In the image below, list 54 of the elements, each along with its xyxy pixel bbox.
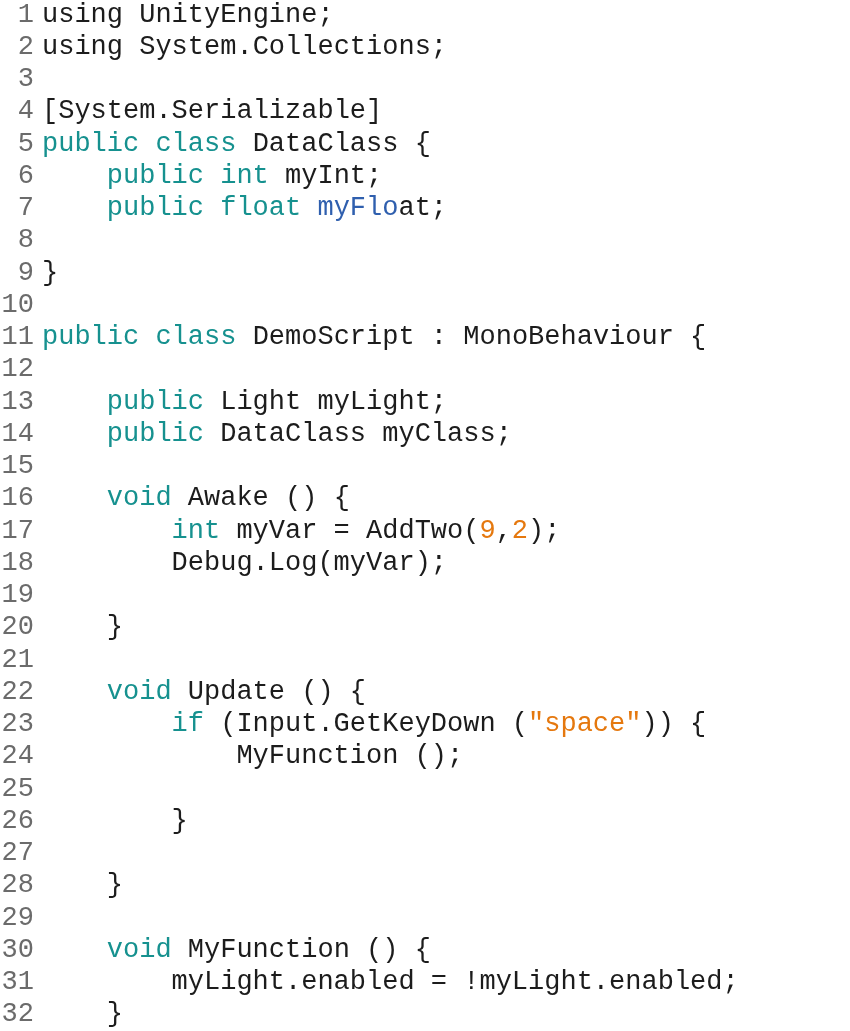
code-line: [System.Serializable] [42, 96, 383, 128]
line-number: 17 [0, 515, 34, 547]
line-number: 13 [0, 386, 34, 418]
line-number: 30 [0, 934, 34, 966]
line-number: 16 [0, 483, 34, 515]
code-line: public Light myLight; [106, 386, 448, 418]
line-number: 3 [16, 64, 34, 96]
code-line: myLight.enabled = !myLight.enabled; [171, 967, 739, 999]
code-line: void Awake () { [106, 483, 350, 515]
line-number: 18 [0, 547, 34, 579]
line-number: 5 [16, 128, 34, 160]
line-number: 26 [0, 805, 34, 837]
code-line: int myVar = AddTwo(9,2); [171, 515, 561, 547]
line-number: 27 [0, 838, 34, 870]
line-number: 31 [0, 967, 34, 999]
line-number: 32 [0, 999, 34, 1031]
line-number: 24 [0, 741, 34, 773]
line-number: 10 [0, 289, 34, 321]
line-number: 21 [0, 644, 34, 676]
line-number: 23 [0, 709, 34, 741]
code-line: public class DataClass { [42, 128, 431, 160]
line-number: 22 [0, 676, 34, 708]
line-number: 8 [16, 225, 34, 257]
line-number: 1 [16, 0, 34, 31]
code-line: } [106, 612, 123, 644]
code-line: } [106, 870, 123, 902]
code-line: void Update () { [106, 676, 367, 708]
line-number: 7 [16, 193, 34, 225]
code-line: Debug.Log(myVar); [171, 547, 448, 579]
line-number: 14 [0, 418, 34, 450]
code-line: using UnityEngine; [42, 0, 334, 31]
code-line: public DataClass myClass; [106, 418, 512, 450]
line-number: 19 [0, 580, 34, 612]
line-number: 6 [16, 160, 34, 192]
line-number: 29 [0, 902, 34, 934]
line-number: 12 [0, 354, 34, 386]
code-line: using System.Collections; [42, 31, 448, 63]
code-line: public class DemoScript : MonoBehaviour { [42, 322, 707, 354]
line-number: 2 [16, 31, 34, 63]
line-number: 28 [0, 870, 34, 902]
line-number: 15 [0, 451, 34, 483]
line-number: 9 [16, 257, 34, 289]
code-line: } [106, 999, 123, 1031]
code-line: } [171, 805, 188, 837]
code-line: public int myInt; [106, 160, 383, 192]
line-number: 4 [16, 96, 34, 128]
code-line: MyFunction (); [236, 741, 464, 773]
code-line: public float myFloat; [106, 193, 448, 225]
code-line: void MyFunction () { [106, 934, 431, 966]
code-line: if (Input.GetKeyDown ("space")) { [171, 709, 707, 741]
line-number: 25 [0, 773, 34, 805]
line-number: 11 [0, 322, 34, 354]
code-line: } [42, 257, 59, 289]
line-number: 20 [0, 612, 34, 644]
